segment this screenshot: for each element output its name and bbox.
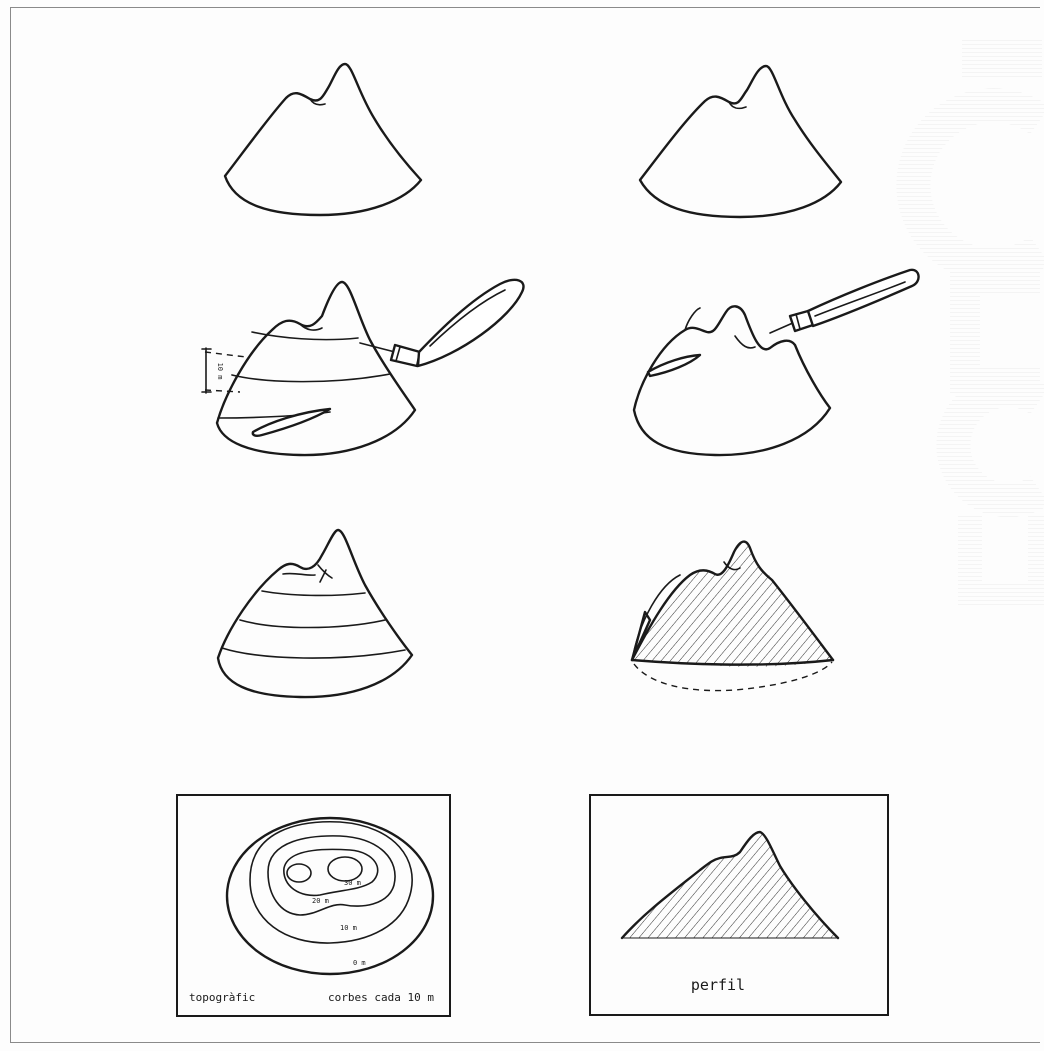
contour-30-label: 30 m — [344, 879, 361, 887]
mountain-profile-section — [632, 542, 833, 691]
contour-20-label: 20 m — [312, 897, 329, 905]
scale-label: 10 m — [216, 363, 224, 380]
mountain-plain-right — [640, 66, 841, 217]
topographic-label: topogràfic — [189, 991, 255, 1004]
profile-label: perfil — [691, 976, 745, 994]
mountain-cut-right — [634, 270, 919, 455]
contour-0-label: 0 m — [353, 959, 366, 967]
watermark — [913, 40, 1042, 595]
mountain-sliced-left: 10 m — [202, 280, 523, 455]
mountain-plain-left — [225, 64, 421, 215]
topographic-map-box: 30 m 20 m 10 m 0 m topogràfic corbes cad… — [177, 795, 450, 1016]
contour-10-label: 10 m — [340, 924, 357, 932]
profile-box: perfil — [590, 795, 888, 1015]
contour-interval-label: corbes cada 10 m — [328, 991, 434, 1004]
mountain-contours — [218, 530, 412, 697]
